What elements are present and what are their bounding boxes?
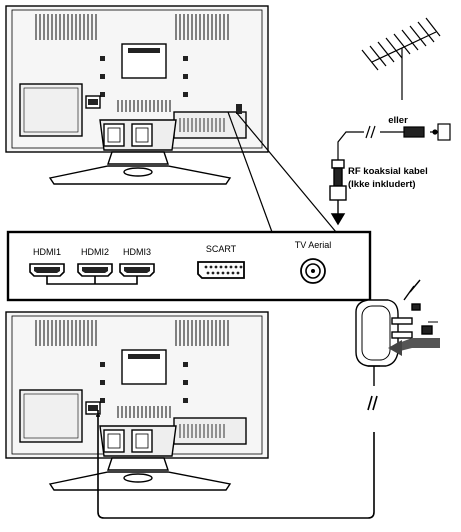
top-tv-vent-grille <box>35 14 229 40</box>
tv-aerial-label: TV Aerial <box>295 240 332 250</box>
rf-cable-label-line2: (Ikke inkludert) <box>348 179 416 190</box>
bottom-tv-rear <box>5 311 269 491</box>
hdmi3-label: HDMI3 <box>123 247 151 257</box>
connector-panel: HDMI1 HDMI2 HDMI3 SCART TV Aerial <box>6 230 372 302</box>
hdmi1-label: HDMI1 <box>33 247 61 257</box>
wall-socket-icon <box>430 123 451 141</box>
power-cable <box>96 395 378 519</box>
zoom-lines <box>227 111 337 233</box>
hdmi-ports <box>29 263 155 285</box>
power-plug-icon <box>355 279 440 386</box>
tv-aerial-port <box>300 258 326 284</box>
scart-port <box>197 261 245 279</box>
rf-cable-plug <box>329 159 347 226</box>
top-tv-rear <box>5 5 269 185</box>
eller-label: eller <box>388 115 408 126</box>
hdmi2-label: HDMI2 <box>81 247 109 257</box>
coax-plug-icon <box>337 125 425 160</box>
rf-cable-label-line1: RF koaksial kabel <box>348 166 428 177</box>
scart-label: SCART <box>206 244 237 254</box>
antenna-icon <box>361 17 441 100</box>
